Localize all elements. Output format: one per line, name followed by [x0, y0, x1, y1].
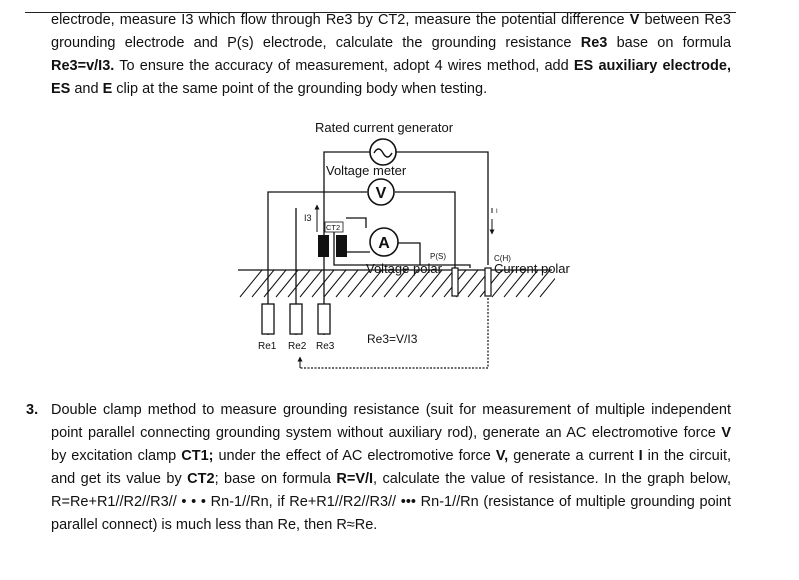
ps-label: P(S)	[430, 252, 446, 261]
bold-text: E	[102, 81, 113, 97]
ammeter-icon	[369, 227, 399, 257]
paragraph-double-clamp-method: Double clamp method to measure grounding…	[51, 399, 731, 537]
text-span: and	[70, 81, 103, 97]
text-span: electrode, measure I3 which flow through…	[51, 12, 630, 28]
text-span: base on formula	[607, 35, 732, 51]
text-span: by excitation clamp	[51, 448, 182, 464]
ch-label: C(H)	[494, 254, 511, 263]
bold-text: Re3	[580, 35, 608, 51]
re3-label: Re3	[316, 341, 335, 352]
re2-label: Re2	[288, 341, 307, 352]
clamp-left-core	[318, 235, 329, 257]
bold-text: ES auxiliary electrode, ES	[51, 58, 731, 97]
paragraph-four-wire-method: electrode, measure I3 which flow through…	[51, 9, 731, 101]
top-rule	[25, 12, 736, 13]
text-span: in the circuit, and get its value by	[51, 448, 732, 487]
item-number: 3.	[26, 402, 39, 418]
text-span: clip at the same point of the grounding …	[112, 81, 488, 97]
bold-text: I	[638, 448, 643, 464]
formula-label: Re3=V/I3	[367, 332, 418, 346]
bold-text: Re3=v/I3.	[51, 58, 115, 74]
grounding-measurement-diagram: Rated current generator Voltage meter V …	[238, 120, 571, 369]
electrode-re2	[289, 303, 303, 335]
sine-wave-icon	[373, 148, 393, 158]
bold-text: CT2	[187, 471, 215, 487]
re1-label: Re1	[258, 341, 277, 352]
ammeter-symbol: A	[378, 235, 390, 252]
text-span: generate a current	[508, 448, 639, 464]
circuit-wires	[267, 151, 489, 335]
text-span: under the effect of AC electromotive for…	[213, 448, 496, 464]
voltage-polar-rod	[451, 267, 459, 297]
text-span: To ensure the accuracy of measurement, a…	[114, 58, 574, 74]
text-span: Double clamp method to measure grounding…	[51, 402, 731, 441]
generator-label: Rated current generator	[315, 120, 454, 135]
text-span: ; base on formula	[214, 471, 337, 487]
voltmeter-symbol: V	[376, 185, 387, 202]
bold-text: R=V/I	[336, 471, 374, 487]
text-span: , calculate the value of resistance. In …	[51, 471, 731, 533]
text-span: between Re3 grounding electrode and P(s)…	[51, 12, 731, 51]
ct2-label: CT2	[326, 223, 340, 232]
voltmeter-icon	[367, 178, 395, 206]
voltage-polar-label: Voltage polar	[366, 261, 443, 276]
current-label: I	[496, 209, 498, 215]
ct2-box	[324, 221, 344, 233]
current-polar-rod	[484, 267, 492, 297]
bold-text: CT1;	[181, 448, 214, 464]
current-return-path	[300, 298, 489, 369]
current-polar-label: Current polar	[494, 261, 571, 276]
bold-text: V	[629, 12, 640, 28]
electrode-re1	[261, 303, 275, 335]
i3-label: I3	[304, 213, 312, 223]
voltmeter-label: Voltage meter	[326, 163, 407, 178]
bold-text: V	[721, 425, 731, 441]
bold-text: V,	[495, 448, 509, 464]
clamp-right-core	[336, 235, 347, 257]
electrode-re3	[317, 303, 331, 335]
